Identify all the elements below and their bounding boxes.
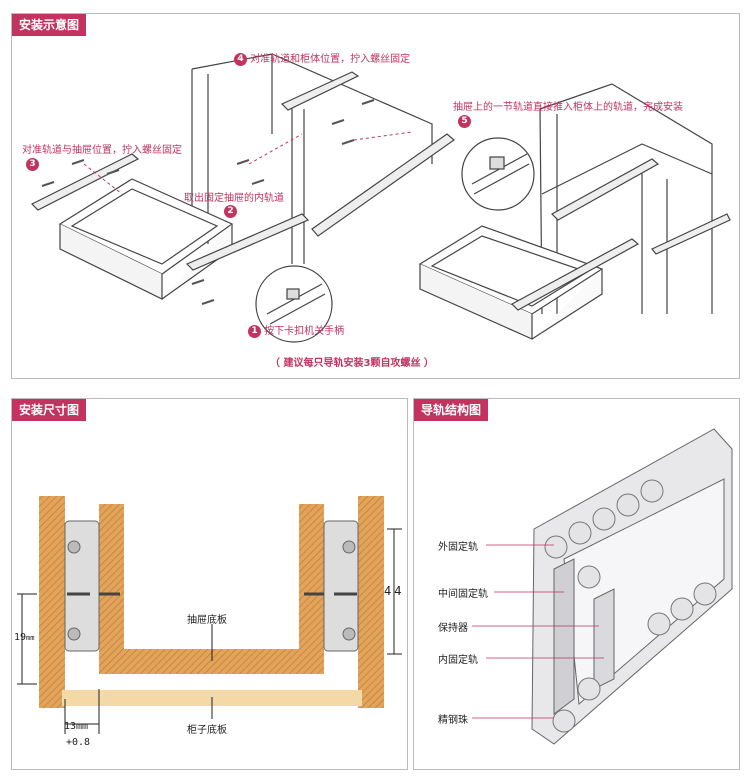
dimension-illustration: [17, 496, 402, 734]
step5-number-wrap: 5: [458, 115, 471, 128]
step1-text: 按下卡扣机关手柄: [264, 326, 345, 337]
step3-number-wrap: 3: [26, 158, 39, 171]
dim-13: 13mm: [64, 721, 89, 732]
step2-number-wrap: 2: [224, 205, 237, 218]
label-steel-ball: 精钢珠: [438, 715, 468, 726]
installation-title: 安装示意图: [12, 14, 87, 36]
label-middle-rail: 中间固定轨: [438, 589, 488, 600]
step4-label: 4 对准轨道和柜体位置，拧入螺丝固定: [234, 50, 410, 66]
step4-number: 4: [234, 52, 247, 66]
structure-illustration: [472, 428, 733, 745]
dimension-title: 安装尺寸图: [12, 399, 87, 421]
step1-label: 1 按下卡扣机关手柄: [248, 322, 344, 338]
dim-tolerance: +0.8: [66, 737, 91, 748]
installation-illustration: [30, 53, 731, 343]
dim-44: 44: [384, 584, 405, 598]
step2-label: 取出固定抽屉的内轨道: [184, 189, 284, 204]
installation-panel: 安装示意图: [11, 13, 740, 379]
dimension-panel: 安装尺寸图: [11, 398, 408, 770]
label-outer-rail: 外固定轨: [438, 542, 478, 553]
step2-number: 2: [224, 205, 237, 218]
screw-note: （ 建议每只导轨安装3颗自攻螺丝 ）: [270, 358, 434, 369]
step3-text: 对准轨道与抽屉位置，拧入螺丝固定: [22, 145, 182, 156]
dim-19-value: 19: [14, 632, 27, 643]
step3-number: 3: [26, 158, 39, 171]
structure-panel: 导轨结构图 外固定轨 中间: [413, 398, 740, 770]
dim-19: 19mm: [14, 632, 34, 643]
label-retainer: 保持器: [438, 623, 468, 634]
step4-text: 对准轨道和柜体位置，拧入螺丝固定: [250, 54, 411, 65]
step5-label: 抽屉上的一节轨道直接推入柜体上的轨道，完成安装: [453, 98, 683, 113]
dim-19-unit: mm: [26, 634, 35, 642]
cabinet-bottom-label: 柜子底板: [187, 725, 227, 736]
step3-label: 对准轨道与抽屉位置，拧入螺丝固定: [22, 141, 182, 156]
step5-text: 抽屉上的一节轨道直接推入柜体上的轨道，完成安装: [453, 102, 683, 113]
structure-title: 导轨结构图: [414, 399, 489, 421]
step5-number: 5: [458, 115, 471, 128]
step2-text: 取出固定抽屉的内轨道: [184, 193, 284, 204]
step1-number: 1: [248, 324, 261, 338]
drawer-bottom-label: 抽屉底板: [187, 615, 227, 626]
label-inner-rail: 内固定轨: [438, 655, 478, 666]
